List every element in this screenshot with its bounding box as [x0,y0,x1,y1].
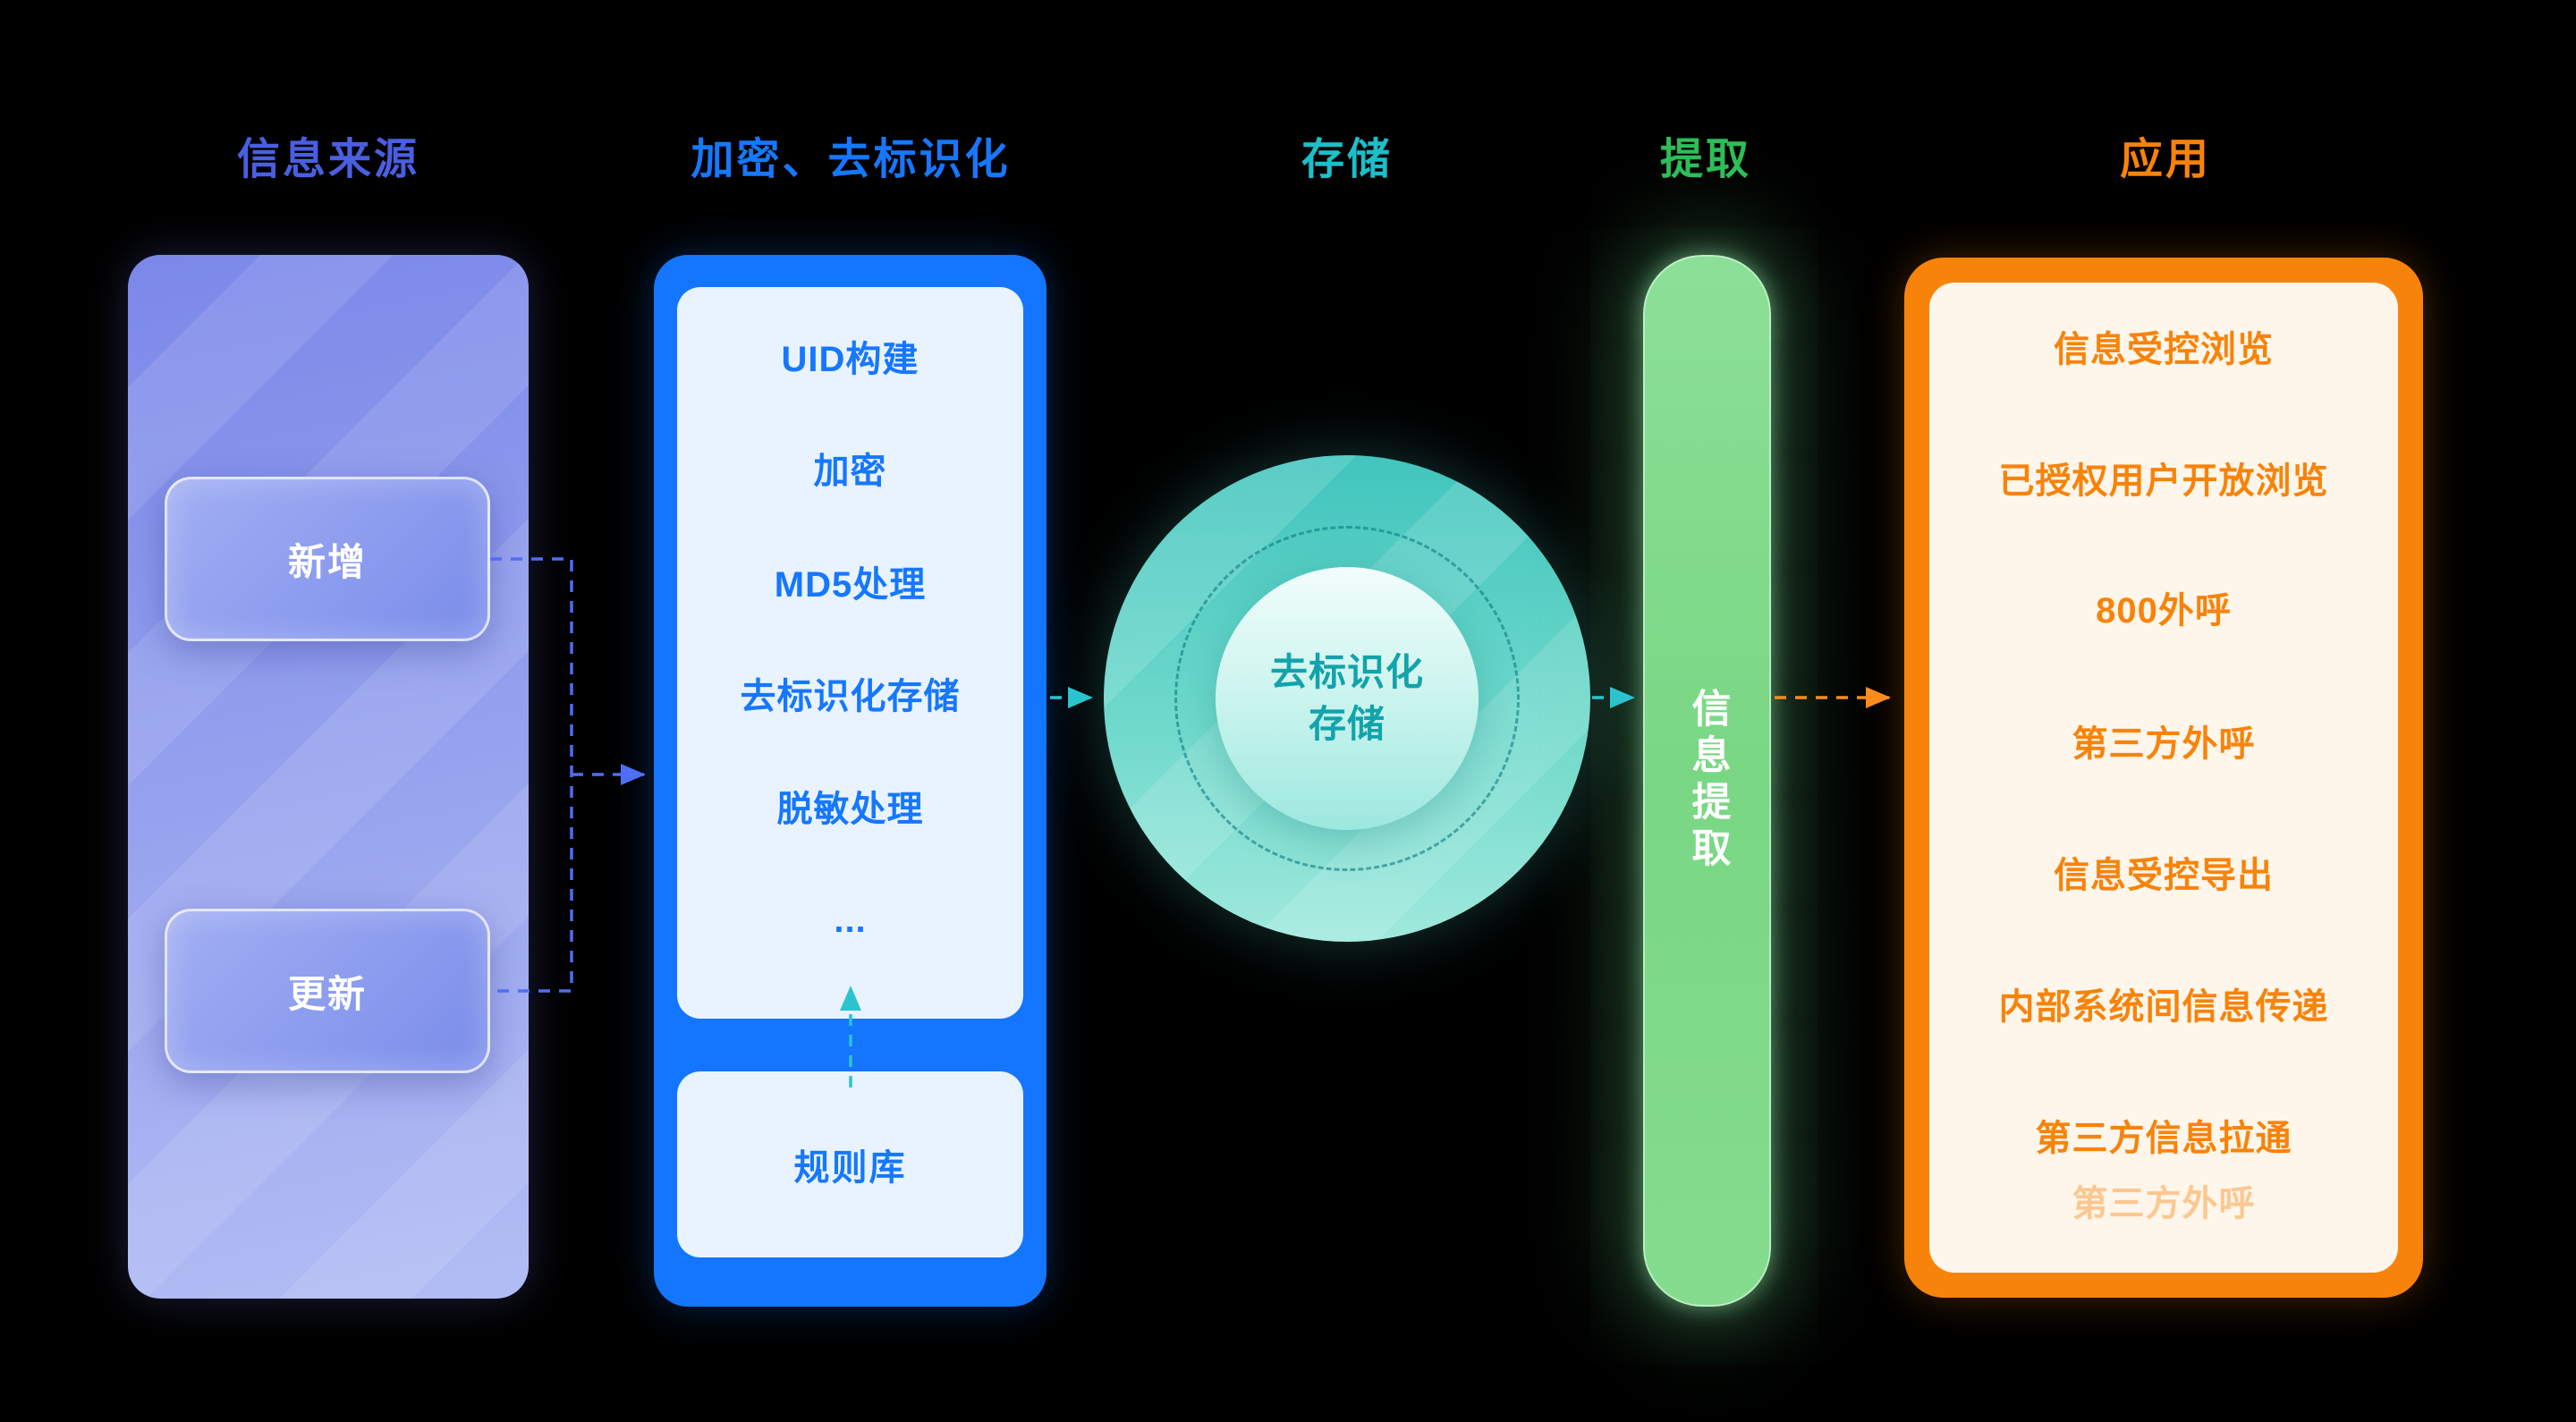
header-source: 信息来源 [236,136,420,183]
application-item-800-call: 800外呼 [2096,591,2232,631]
source-panel: 新增 更新 [128,255,529,1299]
application-panel: 信息受控浏览 已授权用户开放浏览 800外呼 第三方外呼 信息受控导出 内部系统… [1904,258,2423,1298]
encrypt-step-md5: MD5处理 [774,565,927,605]
extract-bar: 信息提取 [1643,255,1771,1307]
application-item-controlled-export: 信息受控导出 [2054,856,2274,895]
application-item-authorized-browse: 已授权用户开放浏览 [1998,461,2329,501]
encrypt-step-mask: 脱敏处理 [776,790,924,829]
header-encrypt: 加密、去标识化 [691,136,1011,183]
application-list: 信息受控浏览 已授权用户开放浏览 800外呼 第三方外呼 信息受控导出 内部系统… [1929,283,2398,1273]
encrypt-panel: UID构建 加密 MD5处理 去标识化存储 脱敏处理 ... 规则库 [654,255,1046,1307]
source-item-new: 新增 [165,477,490,641]
source-item-update: 更新 [165,909,490,1073]
extract-label: 信息提取 [1685,688,1730,874]
application-item-thirdparty-link: 第三方信息拉通 [2035,1119,2292,1158]
header-extract: 提取 [1659,136,1752,183]
application-item-thirdparty-call-2: 第三方外呼 [2072,1184,2256,1223]
header-application: 应用 [2119,136,2212,183]
storage-label-line1: 去标识化 [1269,651,1424,693]
encrypt-step-uid: UID构建 [781,340,919,379]
application-item-internal-transfer: 内部系统间信息传递 [1998,987,2329,1027]
encrypt-step-deidentify: 去标识化存储 [740,677,961,716]
rule-library-label: 规则库 [793,1148,907,1188]
encrypt-step-ellipsis: ... [834,901,867,940]
storage-dashed-ring [1174,526,1520,871]
storage-circle: 去标识化 存储 [1104,455,1590,942]
application-item-thirdparty-call: 第三方外呼 [2072,724,2256,764]
storage-inner-circle: 去标识化 存储 [1216,567,1479,830]
rule-library-card: 规则库 [677,1071,1023,1257]
encrypt-steps-card: UID构建 加密 MD5处理 去标识化存储 脱敏处理 ... [677,287,1023,1019]
storage-label-line2: 存储 [1308,703,1385,745]
header-storage: 存储 [1301,136,1394,183]
encrypt-step-encrypt: 加密 [813,452,887,491]
application-item-controlled-browse: 信息受控浏览 [2054,330,2274,369]
